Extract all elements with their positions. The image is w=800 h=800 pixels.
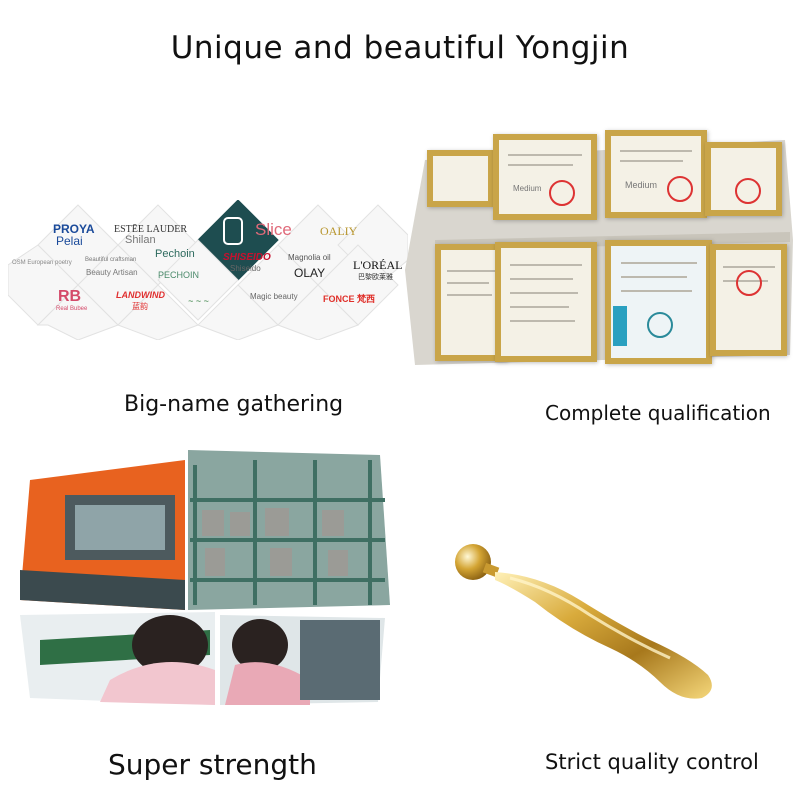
- brand-magnolia-oil: Magnolia oil: [288, 253, 331, 262]
- brand-pechoin-2: PECHOIN: [158, 270, 200, 280]
- certificate-medium-label-2: Medium: [625, 180, 658, 190]
- cert-blue-band: [613, 306, 627, 346]
- certificate-4: [705, 142, 782, 216]
- certificate-6: [495, 242, 597, 362]
- certificate-7: [605, 240, 712, 364]
- caption-strict-quality-control: Strict quality control: [545, 750, 759, 774]
- page-title: Unique and beautiful Yongjin: [170, 30, 630, 66]
- seal-icon: [549, 180, 575, 206]
- seal-icon: [647, 312, 673, 338]
- brand-landwind: LANDWIND: [116, 290, 165, 300]
- pechoin-emblem-icon: [223, 217, 243, 245]
- brand-pechoin: Pechoin: [155, 248, 195, 260]
- seal-icon: [736, 270, 762, 296]
- brand-loreal: L'ORÉAL: [353, 258, 403, 272]
- brand-green-logo: ~ ~ ~: [188, 296, 209, 306]
- diamond-grid-bg: [8, 200, 408, 340]
- brand-shiseido: SHISEIDO: [223, 252, 271, 263]
- brand-beautiful-craftsman: Beautiful craftsman: [85, 257, 137, 263]
- gold-massage-roller-image: [455, 544, 712, 699]
- brand-fonce: FONCE 梵西: [323, 294, 376, 304]
- brand-shilan: Shilan: [125, 234, 156, 246]
- certificate-1: [427, 150, 494, 207]
- brand-proya: PROYA: [53, 222, 95, 236]
- caption-complete-qualification: Complete qualification: [545, 401, 771, 425]
- seal-icon: [735, 178, 761, 204]
- brand-magic-beauty: Magic beauty: [250, 292, 298, 301]
- brand-estee-lauder: ESTĒE LAUDER: [114, 224, 188, 235]
- brand-oaliy: OALIY: [320, 224, 358, 238]
- factory-photos: [10, 440, 390, 710]
- brand-pelai: Pelai: [56, 234, 83, 248]
- brand-landwind-cn: 蓝韵: [132, 302, 148, 311]
- caption-big-name-gathering: Big-name gathering: [124, 392, 344, 417]
- factory-collage: [20, 450, 390, 705]
- brand-osm: OSM European poetry: [12, 260, 72, 266]
- brand-shiseido-2: Shiseido: [230, 264, 261, 273]
- brand-realbubee: Real Bubee: [56, 306, 88, 312]
- brand-beauty-artisan: Beauty Artisan: [86, 268, 138, 277]
- certificate-2: Medium: [493, 134, 597, 220]
- seal-icon: [667, 176, 693, 202]
- brand-olay: OLAY: [294, 266, 326, 280]
- brand-logo-grid: PROYA Pelai ESTĒE LAUDER Shilan Pechoin …: [8, 200, 408, 340]
- caption-super-strength: Super strength: [108, 748, 317, 781]
- brand-loreal-cn: 巴黎欧莱雅: [358, 274, 393, 281]
- brand-realbubee-logo: RB: [58, 288, 82, 305]
- certificate-3: Medium: [605, 130, 707, 218]
- certificate-medium-label-1: Medium: [513, 184, 542, 193]
- brand-slice: Slice: [255, 220, 292, 239]
- certificate-8: [710, 244, 787, 356]
- certificates-panel: Medium Medium: [405, 120, 795, 375]
